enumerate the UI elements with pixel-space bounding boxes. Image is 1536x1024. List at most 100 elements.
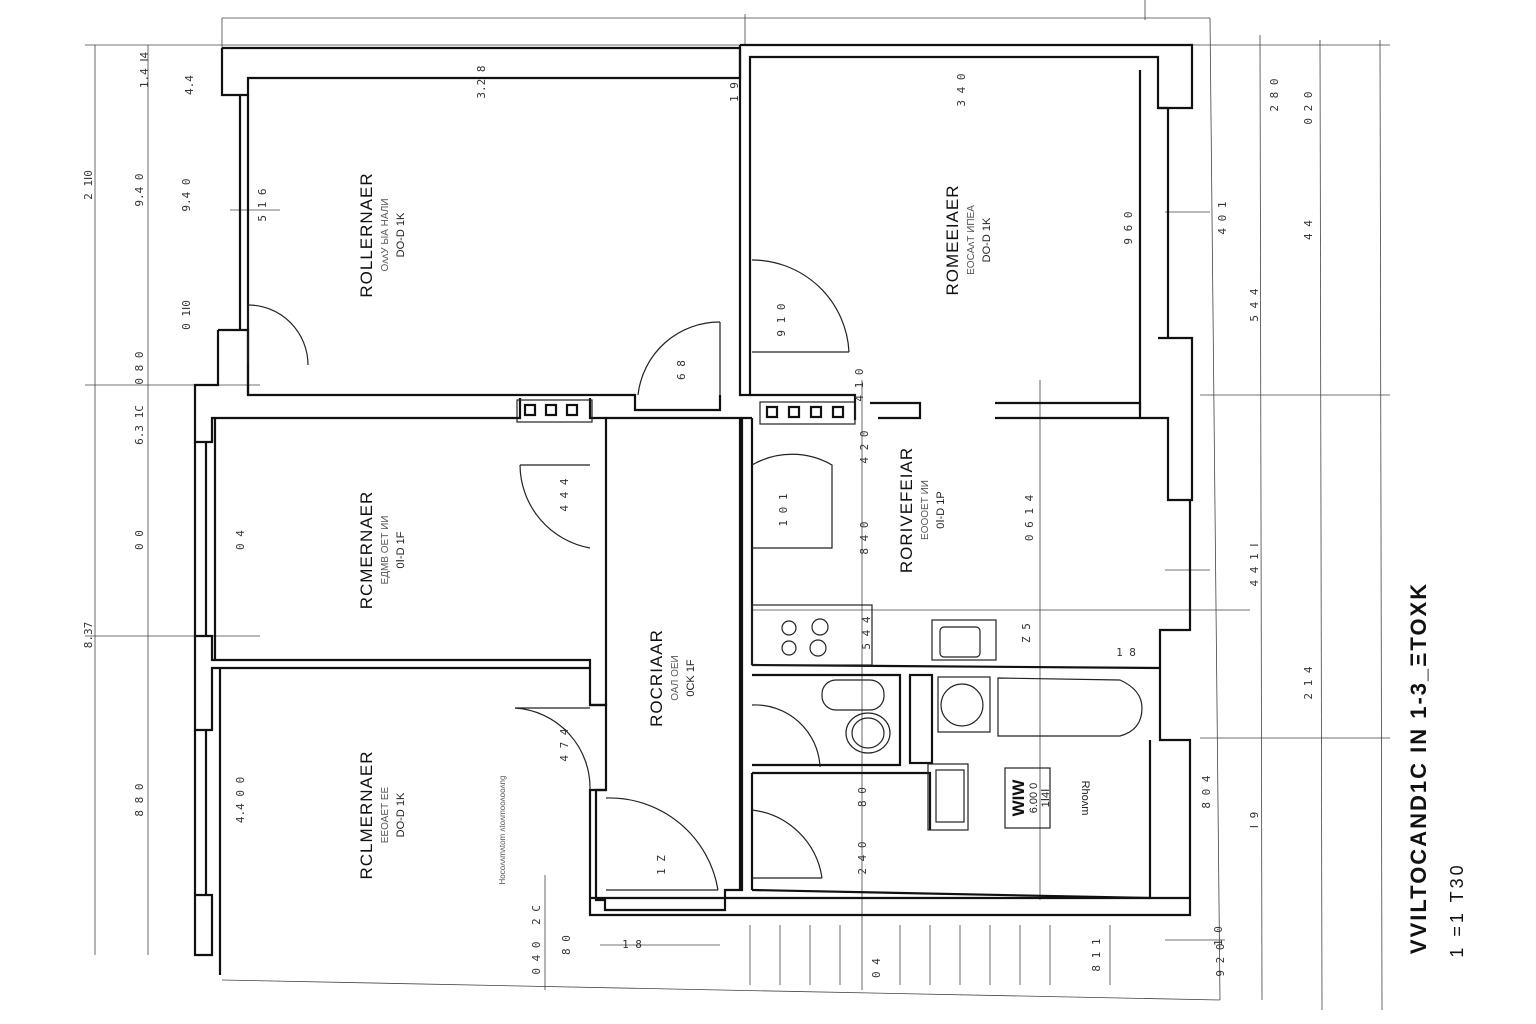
room-subtitle: ЕДМВ ОЕТ ИИ	[380, 516, 391, 585]
dimension-label: 4 7 4	[558, 728, 571, 761]
room-subtitle: ОАЛ ОЕИ	[670, 655, 681, 700]
dimension-label: 3.2 8	[475, 65, 488, 98]
dimension-label: 6 8	[675, 360, 688, 380]
room-label-6: RCLMERNAER ЕЕОАЕТ ЕЕ DO-D 1K	[357, 750, 407, 879]
fixtures	[751, 604, 1143, 831]
stove	[751, 604, 873, 666]
room-code: 0Ⅰ-D 1F	[395, 531, 407, 568]
bathtub	[997, 677, 1143, 737]
room-name: ROLLERNAER	[357, 172, 376, 297]
shower-tray	[927, 763, 969, 831]
dimension-label: 4 0 1	[1216, 201, 1229, 234]
doors	[247, 259, 850, 891]
dimension-label: 1 0	[1212, 926, 1225, 946]
dimension-label: 4.4 0 0	[234, 777, 247, 823]
room-code: DO-D 1K	[395, 792, 407, 837]
room-name: RORIVEFEIAR	[897, 447, 916, 573]
dimension-label: 4.4	[183, 75, 196, 95]
room-subtitle: ЕОООЕТ ИИ	[920, 480, 931, 540]
dimension-label: 0 6 1 4	[1023, 494, 1036, 541]
room-subtitle: ЕЕОАЕТ ЕЕ	[380, 786, 391, 843]
radiators	[516, 399, 856, 425]
dimension-label: 3 4 0	[955, 73, 968, 106]
toilet	[845, 712, 891, 754]
room-code: DO-D 1K	[981, 217, 993, 262]
dimension-label: 2 1 4	[1302, 666, 1315, 699]
dimension-label: 1 Z	[655, 855, 668, 875]
dimension-label: 4 4 1 Ⅰ	[1248, 544, 1261, 587]
dimension-label: 9 6 0	[1122, 211, 1135, 244]
dimension-label: 9 1 0	[775, 303, 788, 336]
washbasin	[821, 679, 885, 711]
dimension-label: 0 8 0	[133, 351, 146, 384]
walls	[193, 43, 1194, 975]
dimension-label: 0 2 0	[1302, 91, 1315, 124]
room-name: ROMEEIAER	[943, 184, 962, 295]
sink	[931, 619, 997, 661]
dimension-label: 2 4 0	[856, 841, 869, 874]
drawing-scale: 1 =1 T30	[1447, 862, 1467, 957]
dimension-label: 8 8 0	[133, 783, 146, 816]
dimension-label: 1 8	[622, 938, 642, 951]
room-name: ROCRIAAR	[647, 629, 666, 727]
washer	[937, 676, 991, 733]
dimension-label: 5 1 6	[256, 188, 269, 221]
dimension-label: 9.4 0	[133, 173, 146, 206]
dimension-label: 2 1Ⅰ0	[82, 170, 95, 200]
dimension-labels: 1.4 Ⅰ4 4.4 2 1Ⅰ0 9.4 0 9.4 0 5 1 6 0 1Ⅰ0…	[82, 51, 1315, 977]
wc-label-box	[1004, 767, 1051, 829]
dimension-label: 1 9	[728, 82, 741, 102]
room-label-3: RCMERNAER ЕДМВ ОЕТ ИИ 0Ⅰ-D 1F	[357, 491, 407, 610]
dimension-label: Ⅰ 9	[1248, 812, 1261, 829]
dimension-label: 4 4	[1302, 220, 1315, 240]
dimension-label: 2 8 0	[1268, 78, 1281, 111]
room-subtitle: ОᴧᴧУ ЫА НАЛИ	[380, 198, 391, 271]
dimension-label: 9.4 0	[180, 178, 193, 211]
dimension-label: 6.3 1C	[133, 405, 146, 445]
drawing-title: VVILTOCAND1C IN 1-3_ΞTOXK	[1406, 582, 1431, 954]
stove-burner	[811, 618, 829, 636]
dimension-label: 0 4	[870, 958, 883, 978]
side-note: Hocoᴧᴧmᴧtom ᴧtoᴧmooᴧooᴧng	[498, 776, 507, 885]
stove-burner	[781, 620, 797, 636]
exterior-hatching	[749, 925, 1111, 985]
dimension-label: 8 4 0	[858, 521, 871, 554]
wc-note: Rhoᴧm	[1079, 781, 1091, 816]
dimension-label: 4 1 0	[853, 368, 866, 401]
dimension-label: 8 0 4	[1200, 775, 1213, 808]
room-subtitle: 6.00 0	[1028, 783, 1040, 814]
dimension-lines	[85, 0, 1390, 1011]
dimension-label: 0 4 0	[530, 941, 543, 974]
room-label-5: ROCRIAAR ОАЛ ОЕИ 0CK 1F	[647, 629, 697, 727]
dimension-label: 1 8	[1116, 646, 1136, 659]
room-name: WIW	[1009, 779, 1028, 817]
room-code: 1Ⅰ4Ⅰ	[1040, 789, 1052, 808]
dimension-label: 1 0 1	[777, 493, 790, 526]
dimension-label: 8 0	[560, 935, 573, 955]
dimension-label: 2 C	[530, 905, 543, 925]
dimension-label: 0 1Ⅰ0	[180, 300, 193, 330]
room-name: RCLMERNAER	[357, 750, 376, 879]
dimension-label: 4 4 4	[558, 478, 571, 511]
dimension-label: Z 5	[1020, 623, 1033, 643]
dimension-label: 0 4	[234, 530, 247, 550]
room-label-4: RORIVEFEIAR ЕОООЕТ ИИ 0Ⅰ-D 1P	[897, 447, 947, 573]
dimension-label: 8 0	[856, 787, 869, 807]
dimension-label: 8.37	[82, 622, 95, 649]
dimension-label: 9 2 0	[1214, 943, 1227, 976]
dimension-label: 1.4 Ⅰ4	[138, 51, 151, 88]
room-label-1: ROLLERNAER ОᴧᴧУ ЫА НАЛИ DO-D 1K	[357, 172, 407, 297]
room-label-2: ROMEEIAER ЕОСАᴧТ ИПЕА DO-D 1K	[943, 184, 993, 295]
room-name: RCMERNAER	[357, 491, 376, 610]
stove-burner	[781, 640, 797, 656]
room-code: 0Ⅰ-D 1P	[935, 491, 947, 528]
stove-burner	[809, 639, 827, 657]
room-code: DO-D 1K	[395, 212, 407, 257]
dimension-label: 5 4 4	[860, 616, 873, 649]
dimension-label: 0 0	[133, 530, 146, 550]
room-code: 0CK 1F	[685, 659, 697, 697]
dimension-label: 8 1 1	[1090, 938, 1103, 971]
dimension-label: 5 4 4	[1248, 288, 1261, 321]
room-subtitle: ЕОСАᴧТ ИПЕА	[966, 205, 977, 275]
